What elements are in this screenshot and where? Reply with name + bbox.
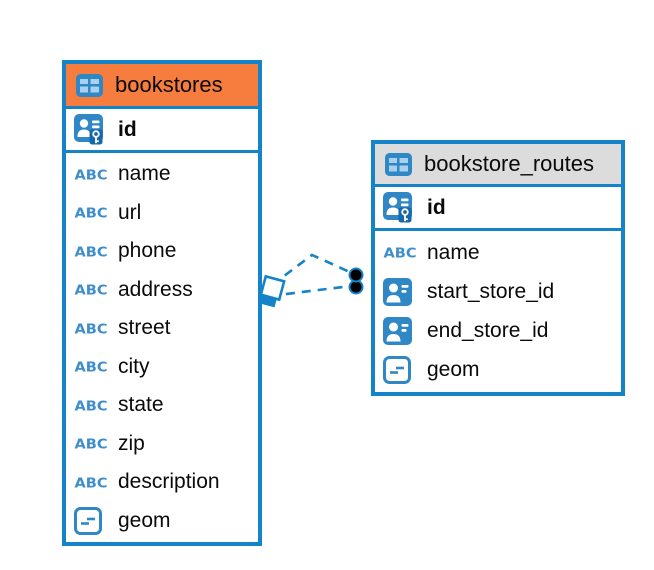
column-label: name bbox=[427, 240, 480, 264]
text-icon: ABC bbox=[74, 359, 110, 375]
table-icon bbox=[76, 73, 106, 97]
geometry-icon bbox=[74, 506, 110, 535]
svg-text:ABC: ABC bbox=[75, 244, 108, 259]
columns-section: ABC name ABC url ABC phone ABC address A… bbox=[66, 153, 258, 542]
text-icon: ABC bbox=[74, 475, 110, 490]
column-row-name[interactable]: ABC name bbox=[375, 233, 621, 272]
column-row-street[interactable]: ABC street bbox=[66, 309, 258, 348]
primary-key-row[interactable]: id bbox=[66, 109, 258, 153]
svg-text:ABC: ABC bbox=[75, 167, 108, 182]
column-row-url[interactable]: ABC url bbox=[66, 194, 258, 233]
relationship-target-marker-dots[interactable] bbox=[348, 267, 364, 295]
column-label: name bbox=[118, 162, 171, 186]
text-icon: ABC bbox=[74, 321, 110, 336]
text-icon: ABC bbox=[74, 398, 110, 413]
svg-text:ABC: ABC bbox=[75, 360, 108, 375]
table-title: bookstores bbox=[115, 72, 223, 97]
primary-key-icon bbox=[74, 114, 110, 145]
svg-text:ABC: ABC bbox=[75, 398, 108, 413]
table-header[interactable]: bookstore_routes bbox=[375, 144, 621, 187]
table-bookstores[interactable]: bookstores id ABC name ABC url ABC phone… bbox=[62, 60, 262, 546]
column-label: description bbox=[118, 470, 220, 494]
text-icon: ABC bbox=[383, 245, 419, 261]
columns-section: ABC name start_store_id end_store_id geo… bbox=[375, 231, 621, 392]
column-row-start_store_id[interactable]: start_store_id bbox=[375, 272, 621, 311]
column-label: state bbox=[118, 393, 164, 417]
reference-icon bbox=[383, 277, 419, 306]
svg-text:ABC: ABC bbox=[75, 475, 108, 490]
column-label: geom bbox=[427, 358, 480, 382]
column-label: zip bbox=[118, 431, 145, 455]
svg-text:ABC: ABC bbox=[384, 246, 417, 261]
text-icon: ABC bbox=[74, 282, 110, 298]
column-row-geom[interactable]: geom bbox=[66, 502, 258, 541]
column-label: phone bbox=[118, 239, 177, 263]
table-header[interactable]: bookstores bbox=[66, 64, 258, 109]
primary-key-icon bbox=[383, 192, 419, 223]
reference-icon bbox=[383, 317, 419, 346]
text-icon: ABC bbox=[74, 205, 110, 221]
table-title: bookstore_routes bbox=[424, 151, 594, 176]
column-row-phone[interactable]: ABC phone bbox=[66, 232, 258, 271]
column-row-state[interactable]: ABC state bbox=[66, 386, 258, 425]
relationship-line-1[interactable] bbox=[271, 253, 353, 287]
column-row-name[interactable]: ABC name bbox=[66, 155, 258, 194]
column-row-zip[interactable]: ABC zip bbox=[66, 425, 258, 464]
column-label: street bbox=[118, 316, 171, 340]
text-icon: ABC bbox=[74, 436, 110, 452]
column-label: end_store_id bbox=[427, 319, 549, 343]
column-row-end_store_id[interactable]: end_store_id bbox=[375, 312, 621, 351]
text-icon: ABC bbox=[74, 167, 110, 182]
relationship-line-2[interactable] bbox=[269, 284, 352, 298]
column-label: geom bbox=[118, 508, 171, 532]
column-row-geom[interactable]: geom bbox=[375, 351, 621, 390]
table-icon bbox=[385, 152, 415, 176]
svg-text:ABC: ABC bbox=[75, 437, 108, 452]
column-row-city[interactable]: ABC city bbox=[66, 348, 258, 387]
column-row-address[interactable]: ABC address bbox=[66, 271, 258, 310]
table-bookstore-routes[interactable]: bookstore_routes id ABC name start_store… bbox=[371, 140, 625, 396]
column-label: start_store_id bbox=[427, 279, 555, 303]
text-icon: ABC bbox=[74, 244, 110, 259]
column-label: city bbox=[118, 354, 150, 378]
primary-key-label: id bbox=[118, 117, 137, 141]
svg-text:ABC: ABC bbox=[75, 283, 108, 298]
geometry-icon bbox=[383, 356, 419, 385]
column-row-description[interactable]: ABC description bbox=[66, 463, 258, 502]
column-label: url bbox=[118, 200, 142, 224]
svg-text:ABC: ABC bbox=[75, 321, 108, 336]
column-label: address bbox=[118, 277, 193, 301]
primary-key-row[interactable]: id bbox=[375, 187, 621, 231]
svg-text:ABC: ABC bbox=[75, 206, 108, 221]
relationship-source-marker-diamond[interactable] bbox=[258, 274, 286, 308]
primary-key-label: id bbox=[427, 195, 446, 219]
